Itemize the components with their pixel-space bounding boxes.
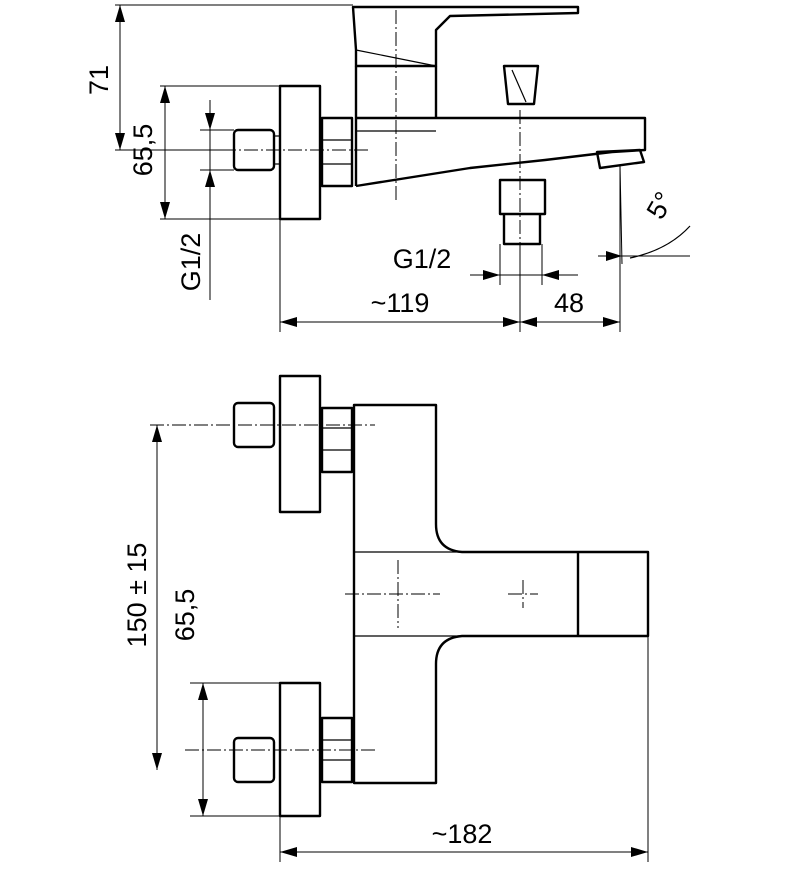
front-view: [150, 374, 650, 862]
dim-projection-48: 48: [554, 288, 584, 318]
dim-depth-119: ~119: [371, 288, 430, 318]
dim-centre-distance: 150 ± 15: [122, 543, 152, 648]
dim-inlet-offset-front: 65,5: [170, 589, 200, 642]
upper-wall-flange: [278, 374, 322, 514]
dim-spout-thread: G1/2: [393, 244, 452, 274]
dim-inlet-thread: G1/2: [176, 233, 206, 292]
dim-height-71: 71: [84, 65, 114, 95]
dim-overall-width: ~182: [432, 819, 493, 849]
upper-connector-nut: [320, 406, 354, 474]
side-view: [115, 4, 691, 332]
cartridge-housing: [354, 66, 438, 186]
connector-nut: [320, 116, 354, 188]
dim-angle-5: 5°: [641, 187, 680, 224]
wall-flange: [278, 84, 322, 221]
spout-outlet: [595, 148, 646, 170]
diverter-knob: [502, 64, 540, 106]
lower-inlet-connector: [232, 736, 276, 784]
dim-inlet-offset-side: 65,5: [128, 124, 158, 177]
lever-handle: [351, 5, 580, 68]
shower-outlet-fitting: [498, 178, 547, 246]
